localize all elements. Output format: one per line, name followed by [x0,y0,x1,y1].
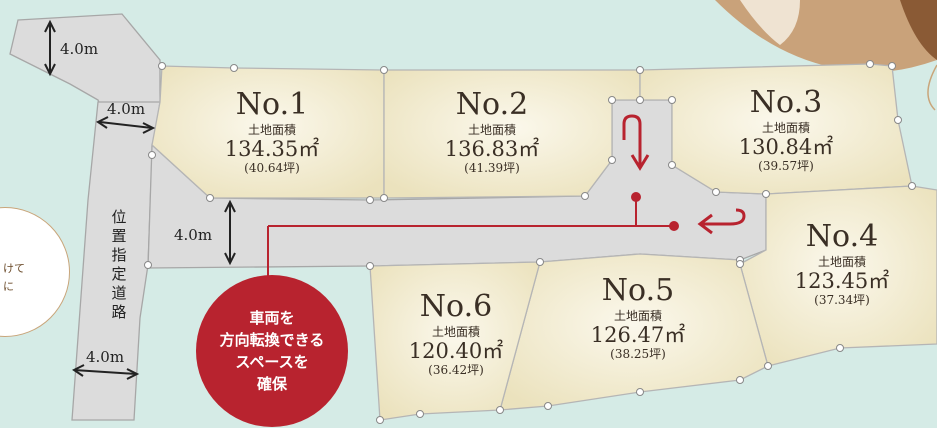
designated-road-char: 路 [111,303,127,321]
lot-1-shape [151,65,385,199]
callout-line: 確保 [256,375,287,393]
callout-line: 車両を [249,309,295,327]
dimension-arrows [44,19,236,380]
lot-number: No.2 [455,87,529,122]
lot-number: No.3 [749,85,823,120]
callout-line: スペースを [235,353,309,371]
designated-road-char: 指 [111,246,127,264]
lot-number: No.1 [235,87,309,122]
lot-number: No.6 [419,289,493,324]
land-area-value: 134.35㎡ [224,137,320,161]
designated-road-char: 位 [111,208,127,226]
land-area-tsubo: (38.25坪) [610,347,666,361]
land-area-value: 126.47㎡ [590,323,686,347]
designated-road-char: 道 [111,284,127,302]
land-area-tsubo: (36.42坪) [428,363,484,377]
land-area-value: 136.83㎡ [444,137,540,161]
land-area-caption: 土地面積 [613,309,662,323]
land-area-tsubo: (39.57坪) [758,159,814,173]
land-area-value: 123.45㎡ [794,269,890,293]
road-width-label: 4.0m [60,40,99,58]
road-width-label: 4.0m [107,100,146,118]
land-area-caption: 土地面積 [817,255,866,269]
side-note-text-2: に [3,280,14,293]
designated-road-label: 位置指定道路 [108,208,130,322]
lot-6-shape [369,261,541,421]
lot-4-label: No.4 土地面積 123.45㎡ (37.34坪) [790,219,894,307]
photo-corner [715,0,937,73]
land-area-tsubo: (40.64坪) [244,161,300,175]
land-area-caption: 土地面積 [761,121,810,135]
decorative-arc [927,64,937,111]
lot-3-label: No.3 土地面積 130.84㎡ (39.57坪) [734,85,838,173]
land-area-tsubo: (37.34坪) [814,293,870,307]
road-width-label: 4.0m [86,348,125,366]
lot-6-label: No.6 土地面積 120.40㎡ (36.42坪) [404,289,508,377]
boundary-markers [144,60,916,424]
land-area-value: 130.84㎡ [738,135,834,159]
turning-route [267,114,746,290]
lot-5-shape [499,253,769,411]
road-width-label: 4.0m [174,226,213,244]
lot-5-label: No.5 土地面積 126.47㎡ (38.25坪) [586,273,690,361]
lot-1-label: No.1 土地面積 134.35㎡ (40.64坪) [222,87,322,175]
designated-road-char: 定 [111,265,127,283]
land-area-caption: 土地面積 [467,123,516,137]
callout-line: 方向転換できる [219,331,325,349]
land-area-caption: 土地面積 [247,123,296,137]
side-note-text-1: けて [3,262,25,275]
turning-space-callout: 車両を 方向転換できる スペースを 確保 [196,275,348,427]
land-area-caption: 土地面積 [431,325,480,339]
designated-road-char: 置 [111,227,127,245]
lot-2-label: No.2 土地面積 136.83㎡ (41.39坪) [440,87,544,175]
lot-number: No.5 [601,273,675,308]
lot-shapes [151,63,937,421]
land-area-value: 120.40㎡ [408,339,504,363]
land-area-tsubo: (41.39坪) [464,161,520,175]
lot-number: No.4 [805,219,879,254]
